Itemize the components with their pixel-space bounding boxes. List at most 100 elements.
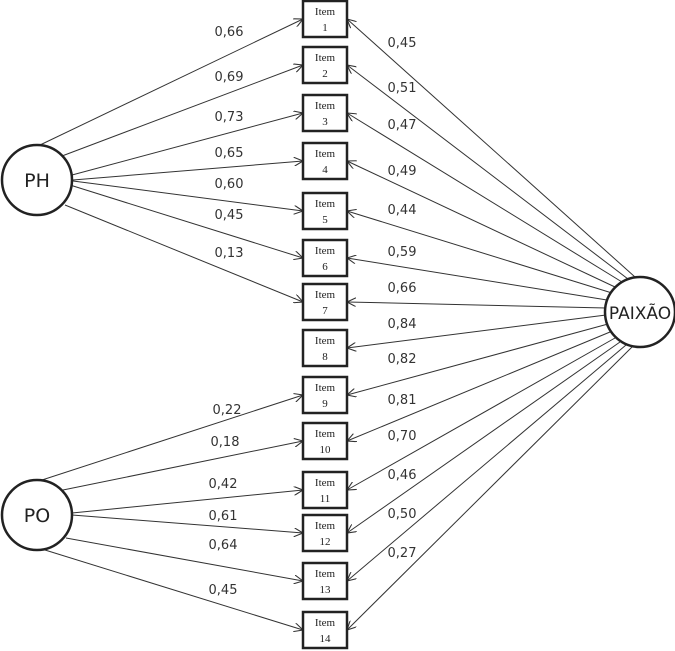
paths-layer (39, 19, 636, 630)
path-paixao-item-9 (347, 323, 609, 395)
item-number: 12 (320, 536, 331, 548)
item-label: Item (315, 100, 336, 112)
loading-label-ph-item-2: 0,69 (215, 70, 244, 85)
loading-label-ph-item-1: 0,66 (215, 25, 244, 40)
loading-label-paixao-item-1: 0,45 (388, 36, 417, 51)
latent-label: PAIXÃO (609, 302, 671, 324)
path-paixao-item-6 (347, 258, 608, 301)
item-number: 2 (322, 68, 328, 80)
item-box-frame (301, 282, 349, 322)
item-box-6: Item 6 (301, 238, 349, 278)
item-label: Item (315, 148, 336, 160)
path-ph-item-2 (61, 65, 303, 157)
loading-label-ph-item-7: 0,13 (215, 246, 244, 261)
path-paixao-item-14 (347, 346, 633, 630)
path-ph-item-3 (71, 113, 303, 176)
path-ph-item-4 (72, 161, 303, 181)
item-label: Item (315, 520, 336, 532)
path-paixao-item-1 (347, 19, 636, 278)
latent-po: PO (0, 478, 74, 552)
item-number: 11 (320, 493, 331, 505)
loading-label-ph-item-4: 0,65 (215, 146, 244, 161)
item-number: 13 (320, 584, 332, 596)
latent-circle (603, 275, 675, 349)
item-number: 6 (322, 261, 328, 273)
loading-label-paixao-item-13: 0,50 (388, 507, 417, 522)
item-box-frame (301, 610, 349, 650)
item-box-5: Item 5 (301, 191, 349, 231)
loading-label-paixao-item-8: 0,84 (388, 317, 417, 332)
item-box-frame (301, 470, 349, 510)
item-label: Item (315, 428, 336, 440)
path-po-item-12 (71, 514, 303, 533)
loading-label-po-item-11: 0,42 (209, 477, 238, 492)
latent-label: PO (24, 505, 50, 527)
item-number: 3 (322, 116, 328, 128)
item-box-frame (301, 238, 349, 278)
path-paixao-item-2 (347, 65, 629, 280)
item-box-frame (301, 328, 349, 368)
item-number: 14 (320, 633, 332, 645)
path-paixao-item-3 (347, 113, 623, 283)
loading-label-paixao-item-10: 0,81 (388, 393, 417, 408)
loading-label-paixao-item-2: 0,51 (388, 81, 417, 96)
path-ph-item-5 (72, 180, 303, 211)
item-box-frame (301, 421, 349, 461)
path-paixao-item-7 (347, 302, 607, 309)
item-box-frame (301, 141, 349, 181)
item-box-frame (301, 93, 349, 133)
latent-circle (0, 478, 74, 552)
item-label: Item (315, 198, 336, 210)
item-box-frame (301, 375, 349, 415)
item-label: Item (315, 568, 336, 580)
latent-paixao: PAIXÃO (603, 275, 675, 349)
loading-label-paixao-item-9: 0,82 (388, 352, 417, 367)
item-box-frame (301, 0, 349, 39)
item-boxes: Item1Item2Item3Item4Item5Item6Item7Item8… (301, 0, 349, 650)
path-ph-item-1 (39, 19, 303, 146)
path-ph-item-7 (64, 204, 303, 302)
loading-label-ph-item-3: 0,73 (215, 110, 244, 125)
loading-label-paixao-item-4: 0,49 (388, 164, 417, 179)
loading-label-paixao-item-12: 0,46 (388, 468, 417, 483)
item-box-frame (301, 561, 349, 601)
item-number: 7 (322, 305, 328, 317)
item-label: Item (315, 289, 336, 301)
loading-label-paixao-item-6: 0,59 (388, 245, 417, 260)
loading-labels: 0,660,690,730,650,600,450,130,220,180,42… (209, 25, 417, 598)
loading-label-po-item-14: 0,45 (209, 583, 238, 598)
path-paixao-item-12 (347, 341, 621, 533)
loading-label-paixao-item-3: 0,47 (388, 118, 417, 133)
loading-label-paixao-item-14: 0,27 (388, 546, 417, 561)
item-number: 9 (322, 398, 328, 410)
item-label: Item (315, 6, 336, 18)
path-paixao-item-10 (347, 331, 611, 441)
loading-label-po-item-10: 0,18 (211, 435, 240, 450)
loading-label-paixao-item-5: 0,44 (388, 203, 417, 218)
path-ph-item-6 (69, 184, 303, 258)
item-number: 5 (322, 214, 328, 226)
loading-label-paixao-item-11: 0,70 (388, 429, 417, 444)
path-paixao-item-11 (347, 337, 616, 490)
item-label: Item (315, 245, 336, 257)
item-label: Item (315, 335, 336, 347)
latent-circle (0, 143, 74, 217)
item-box-13: Item 13 (301, 561, 349, 601)
path-paixao-item-5 (347, 211, 613, 294)
item-box-7: Item 7 (301, 282, 349, 322)
item-box-frame (301, 45, 349, 85)
item-box-12: Item 12 (301, 513, 349, 553)
loading-label-ph-item-5: 0,60 (215, 177, 244, 192)
path-po-item-10 (62, 441, 303, 491)
path-paixao-item-4 (347, 161, 616, 288)
item-box-frame (301, 513, 349, 553)
